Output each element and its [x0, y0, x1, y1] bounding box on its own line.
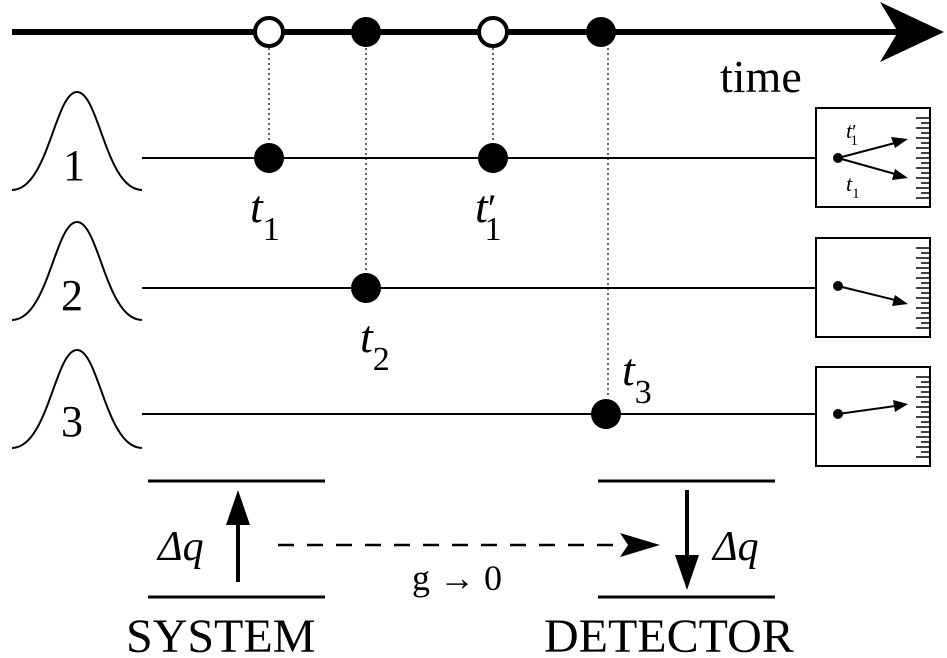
label-t3: t3 — [622, 344, 652, 411]
system-label: SYSTEM — [126, 610, 315, 658]
particle-row-2: 2 t2 — [11, 220, 815, 378]
time-axis-arrowhead — [880, 2, 944, 62]
particle-number-1: 1 — [63, 141, 85, 190]
wavepacket-1 — [11, 90, 143, 191]
meter-3 — [815, 366, 931, 467]
particle-row-3: 3 t3 — [11, 344, 815, 449]
meter-box-3 — [815, 366, 931, 467]
detector-down-arrowhead — [675, 555, 699, 590]
meter-2 — [815, 237, 931, 338]
measurement-point-t1 — [254, 143, 284, 173]
meter-pointer-1a — [837, 142, 896, 159]
system-delta-q: Δq — [156, 524, 204, 570]
detector-block: Δq DETECTOR — [544, 479, 794, 658]
system-block: Δq SYSTEM — [126, 479, 325, 658]
system-up-arrowhead — [226, 490, 250, 525]
label-t1: t1 — [250, 181, 280, 248]
time-event-t3 — [586, 17, 616, 47]
particle-number-2: 2 — [61, 271, 83, 320]
meter-1: t′1 t1 — [815, 107, 931, 208]
dotted-guides — [268, 48, 609, 398]
label-t1prime: t′1 — [475, 181, 502, 248]
time-event-t1prime — [477, 16, 509, 48]
meter-box-2 — [815, 237, 931, 338]
meter-arrowhead-1a — [891, 137, 908, 148]
detector-label: DETECTOR — [544, 610, 794, 658]
label-t2: t2 — [360, 311, 390, 378]
meter-arrowhead-2 — [892, 295, 908, 306]
meter-scale-1 — [916, 117, 930, 199]
time-event-t1 — [253, 16, 285, 48]
meter-label-1a: t′1 — [846, 118, 858, 149]
meter-pointer-1b — [837, 157, 896, 175]
coupling-arrowhead — [620, 533, 660, 557]
meter-label-1b: t1 — [846, 171, 860, 202]
time-event-t2 — [351, 17, 381, 47]
time-axis-label: time — [720, 51, 802, 102]
coupling-label: g → 0 — [412, 558, 502, 598]
wavepacket-2 — [11, 220, 143, 321]
meter-scale-2 — [916, 247, 930, 329]
wavepacket-3 — [11, 348, 143, 449]
measurement-point-t2 — [351, 273, 381, 303]
meter-arrowhead-1b — [892, 169, 908, 180]
meter-arrowhead-3 — [893, 400, 908, 412]
meter-scale-3 — [916, 376, 930, 458]
detector-delta-q: Δq — [711, 524, 759, 570]
particle-number-3: 3 — [61, 397, 83, 446]
measurement-point-t3 — [591, 399, 621, 429]
coupling: g → 0 — [278, 533, 660, 598]
time-axis: time — [12, 2, 944, 102]
meter-pointer-2 — [837, 285, 896, 301]
meter-pointer-3 — [837, 405, 896, 415]
particle-row-1: 1 t1 t′1 — [11, 90, 815, 248]
measurement-point-t1prime — [478, 143, 508, 173]
